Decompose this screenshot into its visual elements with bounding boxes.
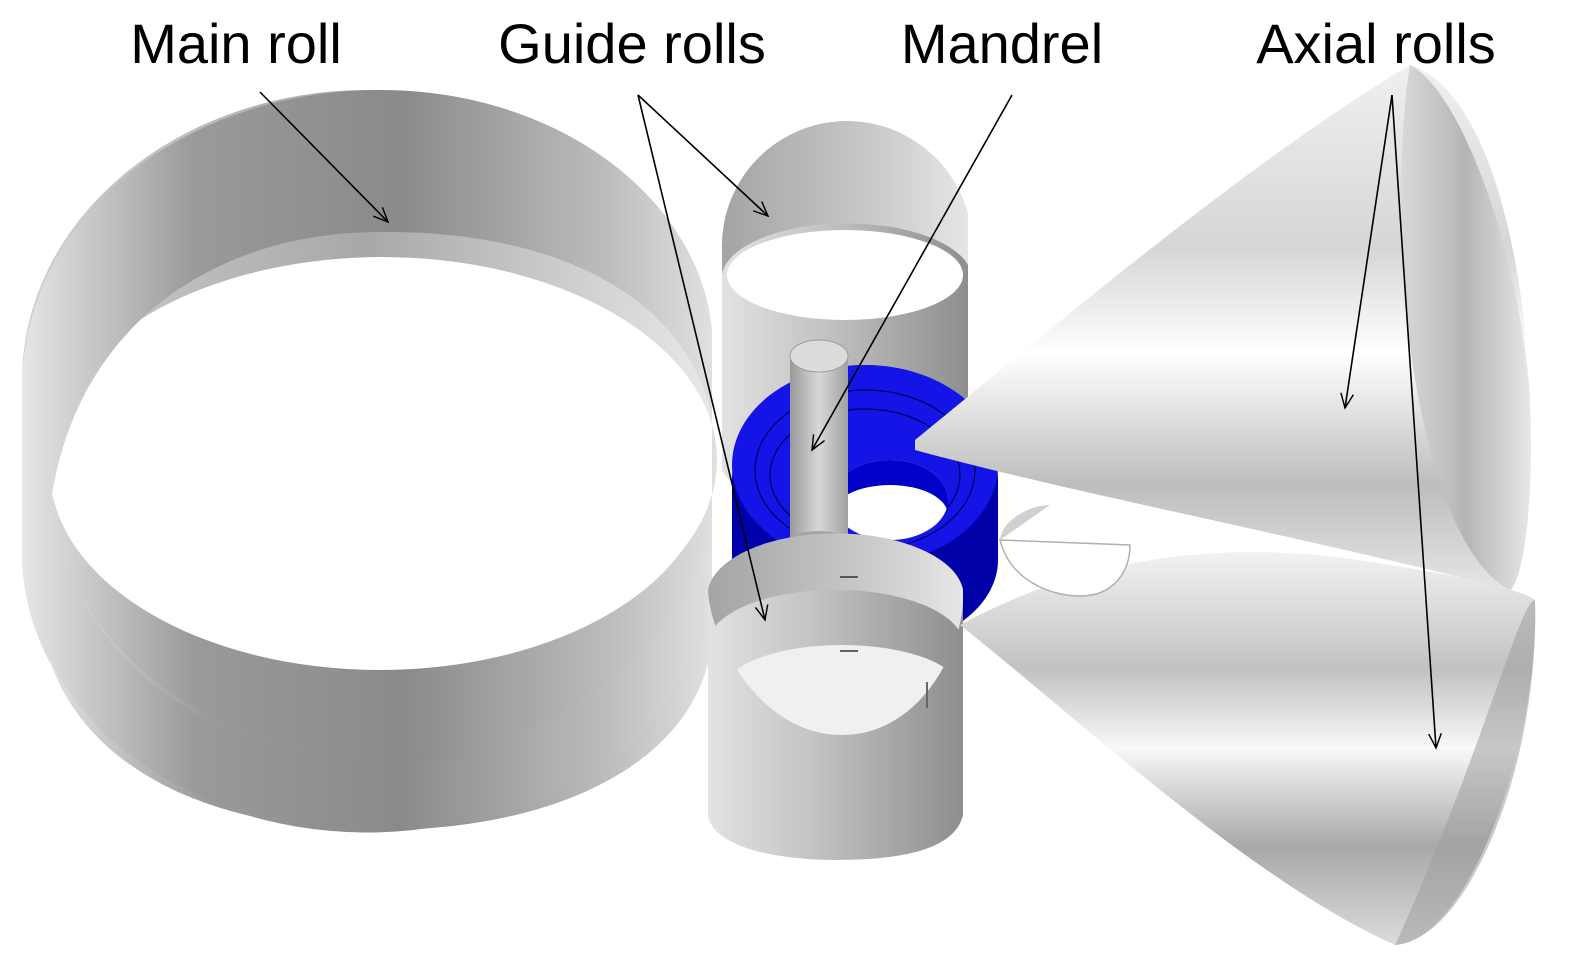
axial-rolls (915, 65, 1536, 945)
mandrel-shaft (789, 339, 849, 551)
upper-guide-roll-back (721, 121, 968, 275)
ring-inner-wall (832, 460, 948, 515)
lower-axial-roll-cone (960, 552, 1536, 945)
axial-roll-contact-disc (999, 539, 1131, 597)
guide-rolls-arrow-upper (637, 94, 770, 218)
lower-guide-roll (708, 533, 963, 860)
axial-rolls-arrow-lower (1391, 94, 1442, 750)
lower-guide-roll-back (708, 533, 963, 640)
axial-rolls-arrow-upper (1340, 94, 1393, 410)
annotation-arrows (259, 91, 1442, 750)
guide-rolls-label: Guide rolls (498, 12, 766, 75)
main-roll-arrow (259, 91, 390, 224)
upper-axial-roll-base (1401, 65, 1531, 590)
main-roll (21, 90, 717, 833)
axial-rolls-label: Axial rolls (1256, 12, 1496, 75)
main-roll-label: Main roll (130, 12, 342, 75)
mandrel-arrow (811, 94, 1013, 452)
labels: Main roll Guide rolls Mandrel Axial roll… (130, 12, 1496, 75)
mandrel-label: Mandrel (901, 12, 1103, 75)
main-roll-lower-band (22, 380, 712, 830)
guide-rolls-arrow-lower (637, 94, 769, 622)
mandrel-body (790, 356, 848, 541)
axial-roll-contact-disc-edge (1000, 505, 1050, 540)
lower-guide-roll-opening (724, 645, 960, 735)
upper-guide-roll-opening (727, 230, 963, 320)
main-roll-opening (50, 270, 710, 670)
lower-guide-roll-front (708, 590, 963, 860)
lower-axial-roll-base-shade (1395, 600, 1536, 945)
mandrel-top (789, 339, 849, 373)
main-roll-top-band (22, 90, 712, 495)
